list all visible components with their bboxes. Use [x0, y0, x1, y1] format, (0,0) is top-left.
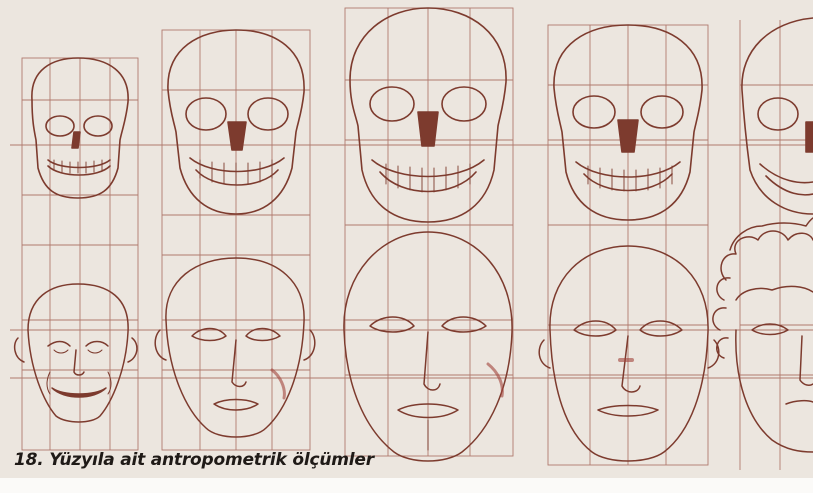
measurement-grid [10, 8, 813, 470]
page-bottom-margin [0, 478, 813, 493]
skull-row [32, 8, 813, 222]
face-2 [155, 258, 315, 437]
face-1 [15, 284, 137, 422]
figure-caption: 18. Yüzyıla ait antropometrik ölçümler [14, 450, 374, 470]
skull-5 [742, 18, 813, 214]
face-row [15, 218, 813, 461]
face-5 [713, 218, 813, 452]
face-4 [539, 246, 719, 461]
